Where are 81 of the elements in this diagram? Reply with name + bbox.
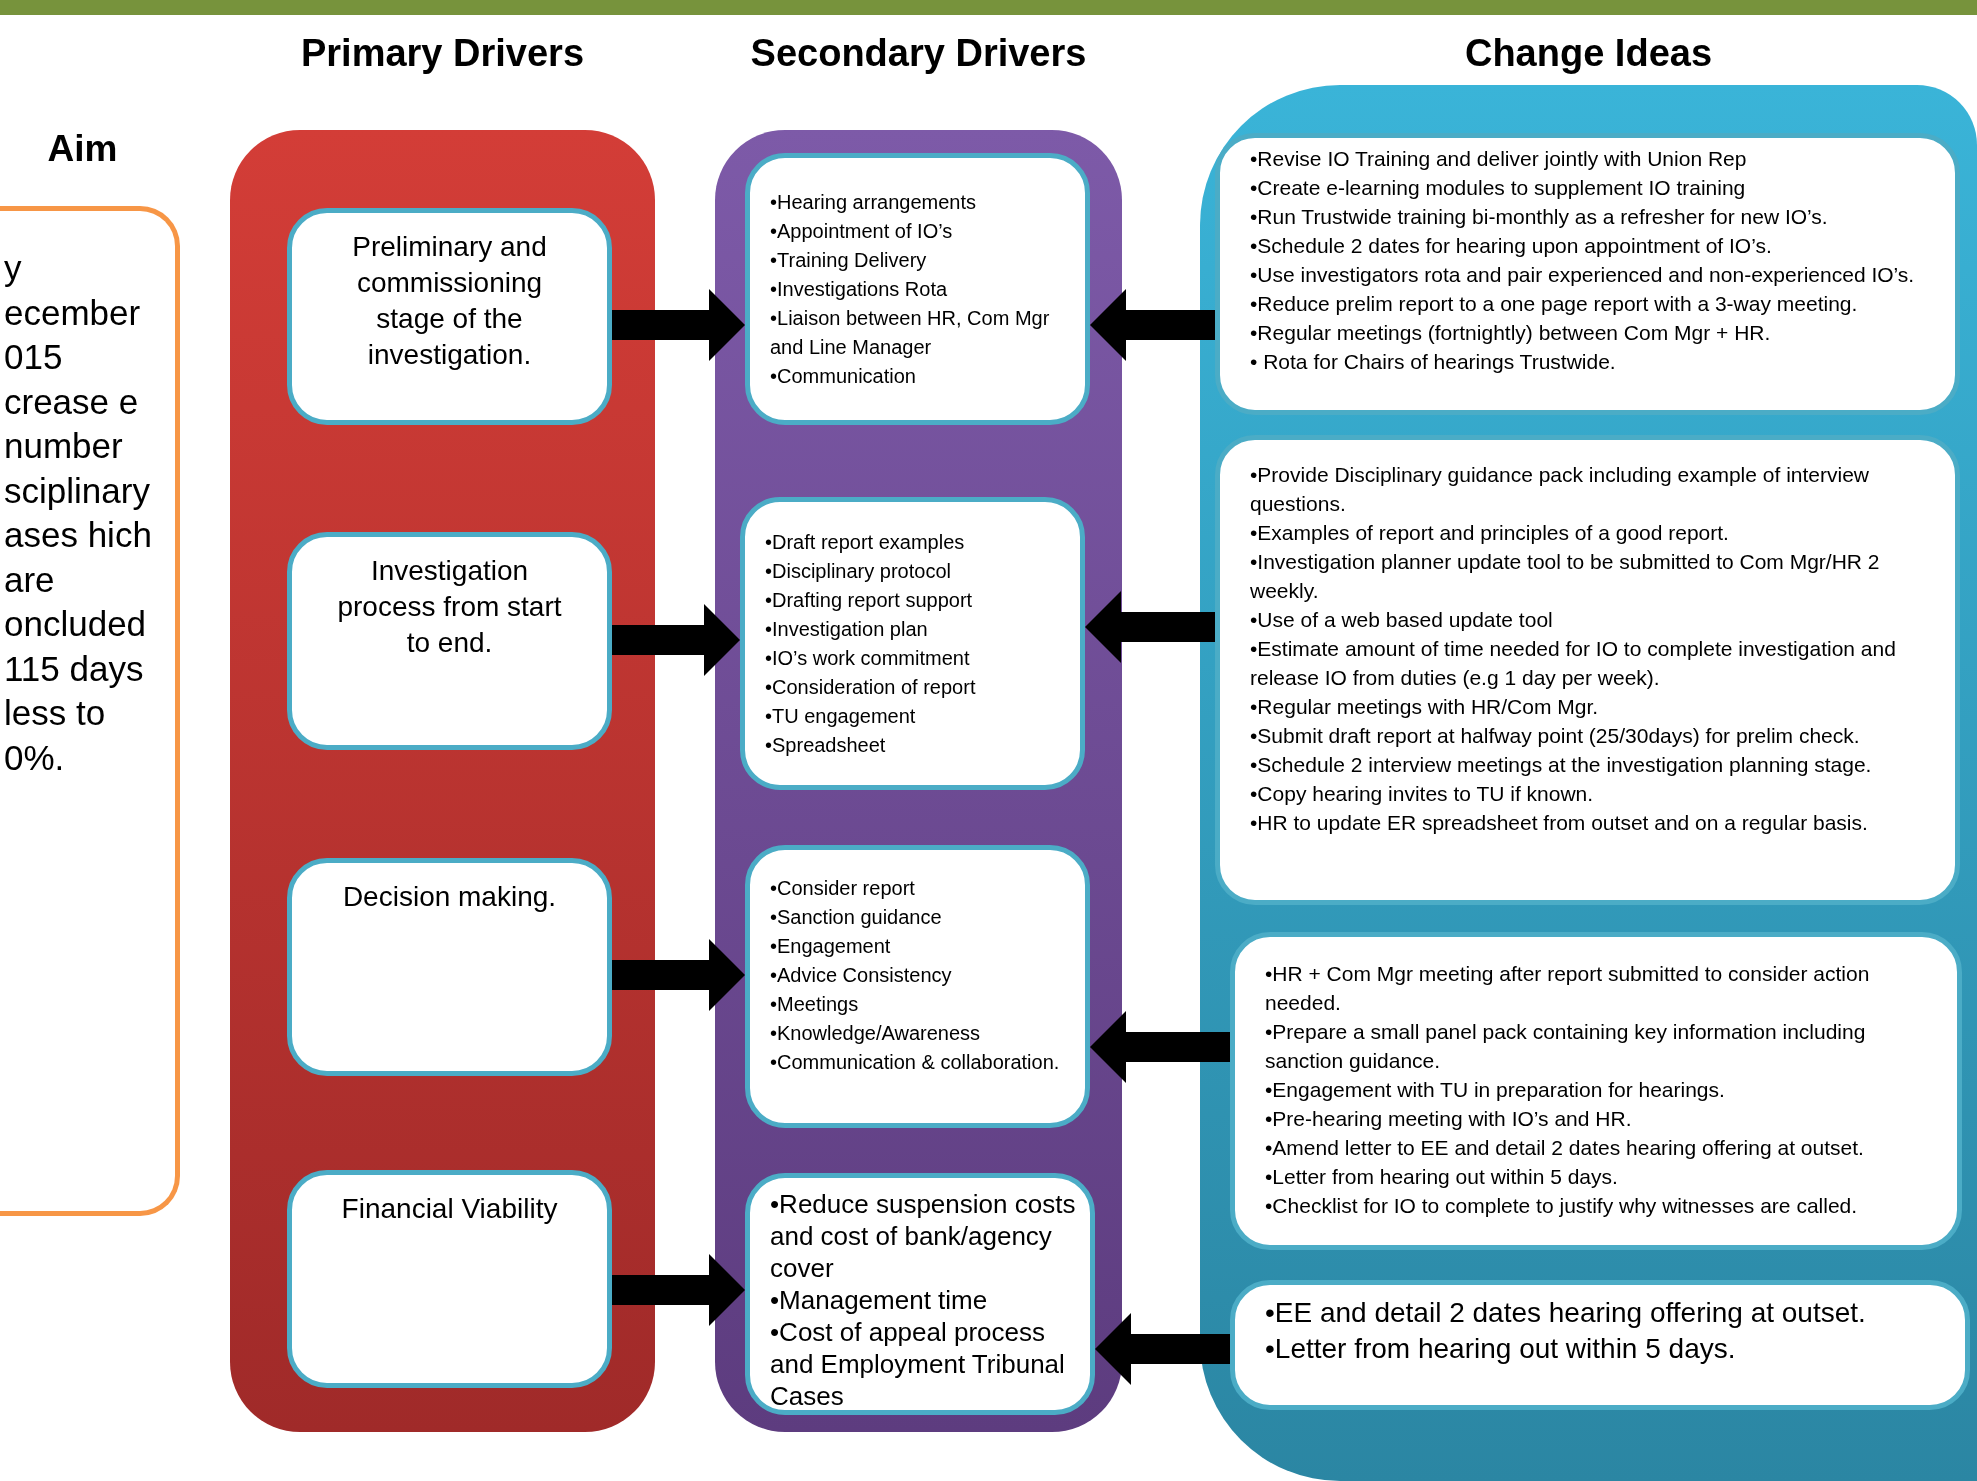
- bullet-item: • Rota for Chairs of hearings Trustwide.: [1250, 349, 1617, 375]
- secondary-driver-box: [745, 845, 1090, 1128]
- bullet-item: •Letter from hearing out within 5 days.: [1265, 1164, 1619, 1190]
- column-heading: Aim: [46, 128, 119, 170]
- bullet-item: •Investigation planner update tool to be submitted to Com Mgr/HR 2 weekly.: [1250, 549, 1881, 604]
- bullet-item: •Examples of report and principles of a good report.: [1250, 520, 1730, 546]
- bullet-item: •Communication & collaboration.: [770, 1050, 1061, 1075]
- block-arrow: [612, 289, 745, 361]
- bullet-item: •Cost of appeal process and Employment Tribunal Cases: [770, 1316, 1066, 1412]
- bullet-item: •HR + Com Mgr meeting after report submitted to consider action needed.: [1265, 961, 1871, 1016]
- bullet-item: •Management time: [770, 1284, 989, 1316]
- bullet-item: •Investigation plan: [765, 617, 929, 642]
- block-arrow: [1095, 1313, 1230, 1385]
- bullet-item: •Reduce prelim report to a one page report with a 3-way meeting.: [1250, 291, 1859, 317]
- bullet-item: •IO’s work commitment: [765, 646, 971, 671]
- driver-text: Financial Viability: [340, 1192, 559, 1226]
- driver-text: Investigation process from start to end.: [336, 554, 563, 660]
- bullet-item: •Consideration of report: [765, 675, 977, 700]
- driver-text: Decision making.: [341, 880, 558, 914]
- bullet-item: •Amend letter to EE and detail 2 dates hearing offering at outset.: [1265, 1135, 1865, 1161]
- bullet-item: •Prepare a small panel pack containing key information including sanction guidance.: [1265, 1019, 1867, 1074]
- bullet-item: •Estimate amount of time needed for IO to complete investigation and release IO from duties (e.g 1 day per week).: [1250, 636, 1897, 691]
- change-ideas-box: [1230, 932, 1962, 1250]
- block-arrow: [1090, 1011, 1230, 1083]
- bullet-item: •Provide Disciplinary guidance pack including example of interview questions.: [1250, 462, 1870, 517]
- bullet-item: •Regular meetings with HR/Com Mgr.: [1250, 694, 1600, 720]
- bullet-item: •Revise IO Training and deliver jointly with Union Rep: [1250, 146, 1748, 172]
- column-heading: Change Ideas: [1463, 32, 1714, 75]
- bullet-item: •Spreadsheet: [765, 733, 887, 758]
- bullet-item: •HR to update ER spreadsheet from outset and on a regular basis.: [1250, 810, 1869, 836]
- bullet-item: •Schedule 2 interview meetings at the investigation planning stage.: [1250, 752, 1873, 778]
- bullet-item: •Reduce suspension costs and cost of bank/agency cover: [770, 1188, 1076, 1284]
- bullet-item: •EE and detail 2 dates hearing offering at outset.: [1265, 1296, 1867, 1330]
- bullet-item: •Submit draft report at halfway point (25/30days) for prelim check.: [1250, 723, 1861, 749]
- bullet-item: •Schedule 2 dates for hearing upon appointment of IO’s.: [1250, 233, 1773, 259]
- bullet-item: •Consider report: [770, 876, 916, 901]
- bullet-item: •Letter from hearing out within 5 days.: [1265, 1332, 1737, 1366]
- change-ideas-box: [1215, 435, 1960, 905]
- driver-box: [287, 1170, 612, 1388]
- bullet-item: •Hearing arrangements: [770, 190, 977, 215]
- bullet-item: •Disciplinary protocol: [765, 559, 952, 584]
- block-arrow: [612, 939, 745, 1011]
- secondary-driver-box: [745, 1173, 1095, 1415]
- change-ideas-box: [1230, 1280, 1970, 1410]
- bullet-item: •Run Trustwide training bi-monthly as a refresher for new IO’s.: [1250, 204, 1829, 230]
- top-bar: [0, 0, 1977, 15]
- column-heading: Secondary Drivers: [749, 32, 1088, 75]
- bullet-item: •Training Delivery: [770, 248, 928, 273]
- bullet-item: •Copy hearing invites to TU if known.: [1250, 781, 1595, 807]
- driver-box: [287, 532, 612, 750]
- bullet-item: •Create e-learning modules to supplement IO training: [1250, 175, 1747, 201]
- block-arrow: [1085, 591, 1215, 663]
- bullet-item: •Pre-hearing meeting with IO’s and HR.: [1265, 1106, 1633, 1132]
- driver-box: [287, 858, 612, 1076]
- block-arrow: [612, 1254, 745, 1326]
- bullet-item: •Investigations Rota: [770, 277, 949, 302]
- secondary-driver-box: [745, 153, 1090, 425]
- bullet-item: •TU engagement: [765, 704, 917, 729]
- driver-box: [287, 208, 612, 425]
- block-arrow: [1090, 289, 1215, 361]
- bullet-item: •Checklist for IO to complete to justify why witnesses are called.: [1265, 1193, 1859, 1219]
- bullet-item: •Regular meetings (fortnightly) between Com Mgr + HR.: [1250, 320, 1772, 346]
- block-arrow: [612, 604, 740, 676]
- bullet-item: •Engagement with TU in preparation for hearings.: [1265, 1077, 1726, 1103]
- bullet-item: •Use of a web based update tool: [1250, 607, 1554, 633]
- column-heading: Primary Drivers: [299, 32, 586, 75]
- bullet-item: •Communication: [770, 364, 917, 389]
- bullet-item: •Draft report examples: [765, 530, 966, 555]
- bullet-item: •Advice Consistency: [770, 963, 953, 988]
- bullet-item: •Engagement: [770, 934, 892, 959]
- bullet-item: •Drafting report support: [765, 588, 974, 613]
- bullet-item: •Knowledge/Awareness: [770, 1021, 982, 1046]
- bullet-item: •Liaison between HR, Com Mgr and Line Manager: [770, 306, 1051, 360]
- bullet-item: •Meetings: [770, 992, 860, 1017]
- aim-text: y ecember 015 crease e number sciplinary ases hich are oncluded 115 days less to 0%.: [4, 247, 153, 779]
- bullet-item: •Use investigators rota and pair experienced and non-experienced IO’s.: [1250, 262, 1916, 288]
- driver-text: Preliminary and commissioning stage of the investigation.: [351, 230, 548, 372]
- bullet-item: •Sanction guidance: [770, 905, 943, 930]
- change-ideas-box: [1215, 133, 1960, 415]
- secondary-driver-box: [740, 497, 1085, 790]
- bullet-item: •Appointment of IO’s: [770, 219, 954, 244]
